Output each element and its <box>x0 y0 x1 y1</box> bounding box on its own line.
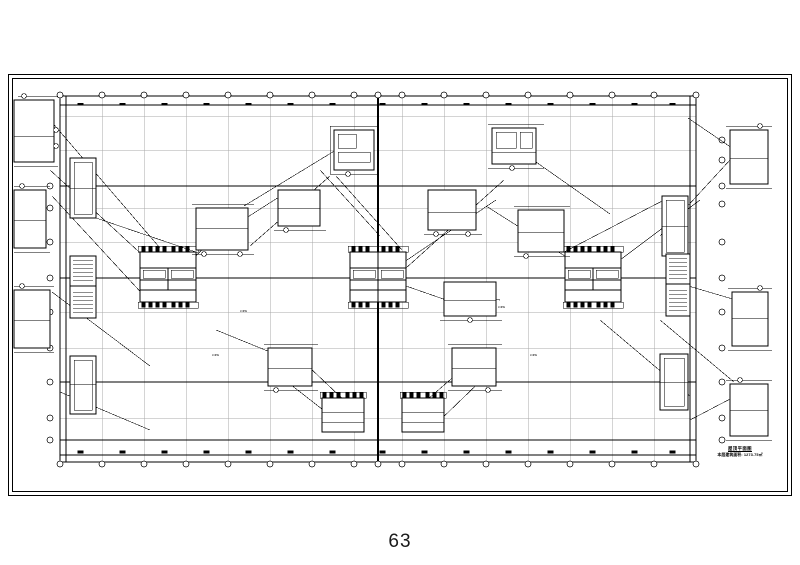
is-l2 <box>69 255 97 319</box>
md-l1 <box>13 93 59 167</box>
grid-bubbles-right <box>718 136 726 444</box>
core-left <box>137 245 199 309</box>
detail-mid-left <box>192 203 254 257</box>
core-center <box>347 245 409 309</box>
detail-top-1 <box>329 125 378 177</box>
detail-bot-2 <box>399 391 447 433</box>
area-note: 本层建筑面积: 1273.75㎡ <box>717 451 763 457</box>
inner-strip-details <box>69 157 691 415</box>
detail-bot-1 <box>319 391 367 433</box>
detail-mid-c3 <box>440 277 502 323</box>
is-r1 <box>661 195 689 257</box>
title-block: 屋顶平面图 本层建筑面积: 1273.75㎡ <box>690 446 790 457</box>
page-number: 63 <box>388 531 412 552</box>
detail-low-right <box>448 343 502 393</box>
plan-callout-details <box>192 123 570 433</box>
md-r1 <box>726 123 772 189</box>
md-r2 <box>728 285 772 351</box>
is-l3 <box>69 355 97 415</box>
slope-tag-1: i=2% <box>240 309 247 313</box>
md-l3 <box>13 283 54 353</box>
is-l1 <box>69 157 97 219</box>
roof-slope-tags: i=2% i=2% i=2% i=2% <box>212 305 537 357</box>
grid-bubbles-top <box>56 91 700 99</box>
is-r2 <box>665 253 691 317</box>
is-r3 <box>659 353 689 411</box>
md-l2 <box>13 183 50 253</box>
core-right <box>562 245 624 309</box>
detail-top-2 <box>488 123 544 171</box>
dimension-string-bottom <box>60 450 696 456</box>
core-detail-group <box>137 245 624 309</box>
md-r3 <box>726 377 772 441</box>
slope-tag-2: i=2% <box>498 305 505 309</box>
dimension-string-top <box>60 102 696 106</box>
grid-bubbles-bottom <box>56 460 700 468</box>
slope-tag-4: i=2% <box>530 353 537 357</box>
slope-tag-3: i=2% <box>212 353 219 357</box>
drawing-title: 屋顶平面图 <box>728 446 752 451</box>
margin-details <box>13 93 772 441</box>
detail-mid-c2 <box>424 185 482 237</box>
detail-mid-right <box>514 205 570 259</box>
detail-low-left <box>264 343 318 393</box>
detail-mid-c1 <box>274 185 326 233</box>
